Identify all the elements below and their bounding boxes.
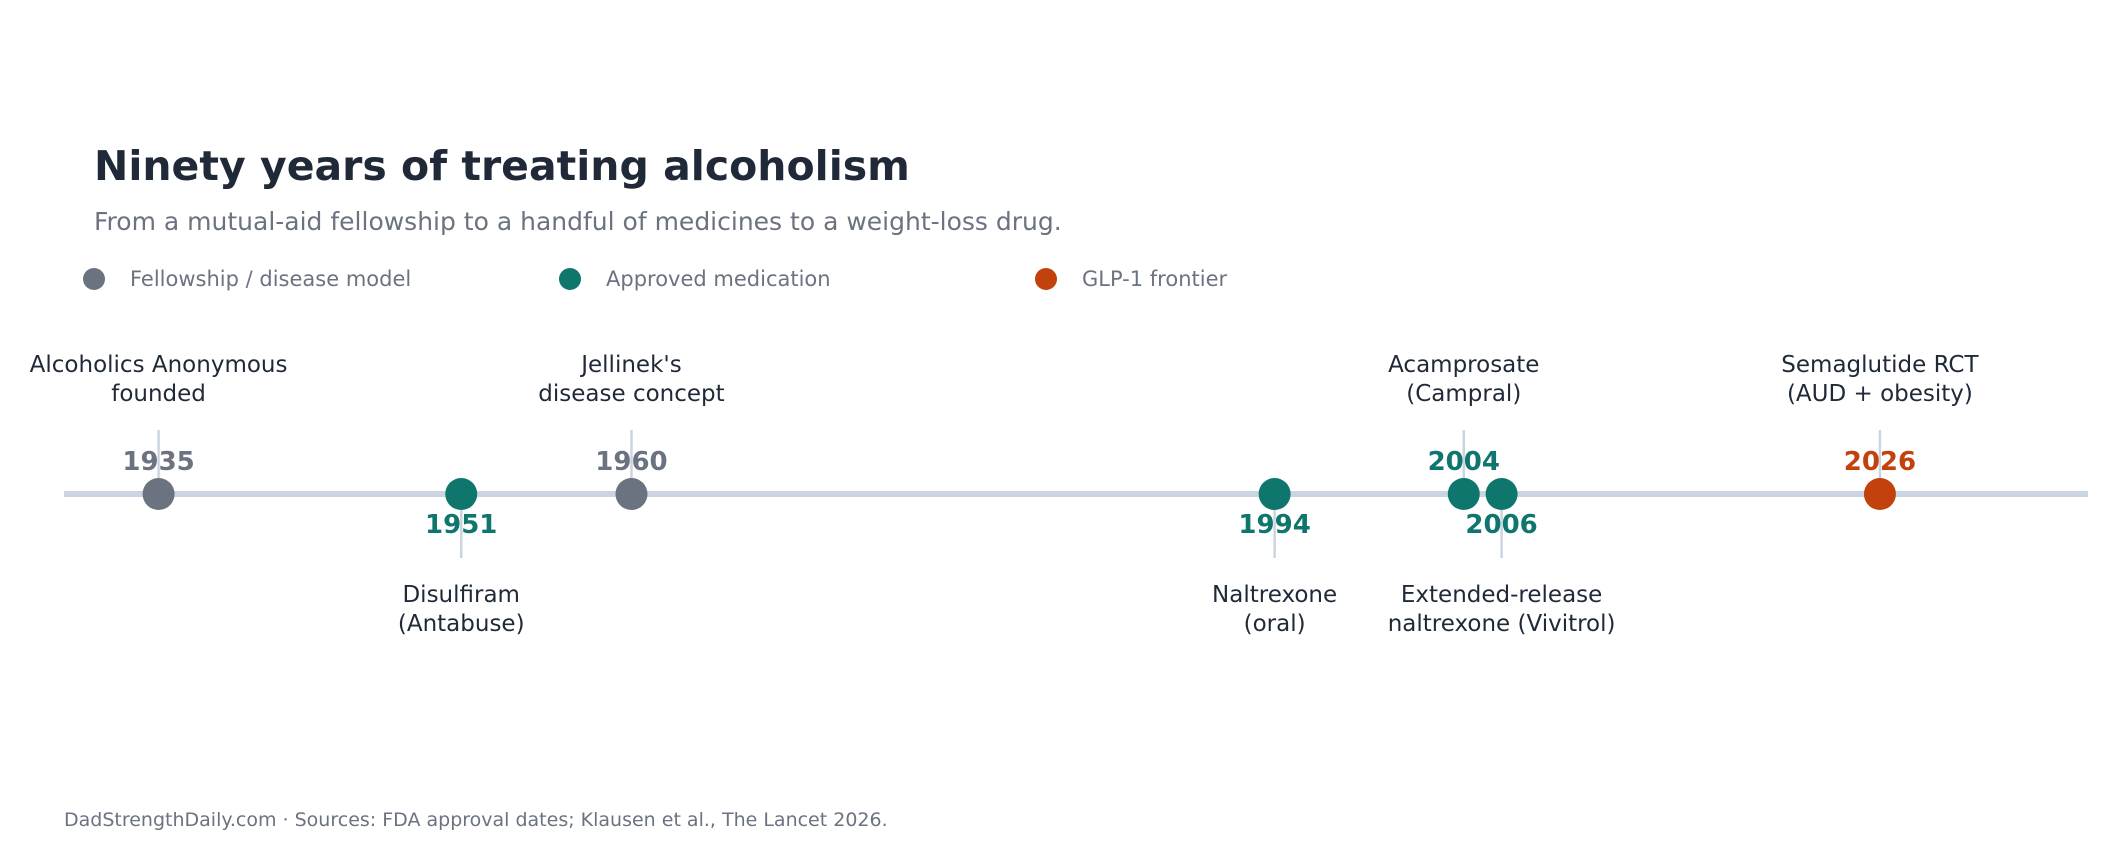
event-2004-year: 2004 xyxy=(1428,447,1500,477)
legend-marker-glp1 xyxy=(1035,268,1057,290)
event-2006-marker xyxy=(1485,478,1518,510)
legend-label-medication: Approved medication xyxy=(606,267,831,291)
legend-label-fellowship: Fellowship / disease model xyxy=(130,267,411,291)
event-1960-year: 1960 xyxy=(595,447,667,477)
event-2026-marker xyxy=(1863,478,1896,510)
event-1935-marker xyxy=(142,478,175,510)
event-2026-label: Semaglutide RCT(AUD + obesity) xyxy=(1781,352,1979,407)
event-2004-marker xyxy=(1447,478,1480,510)
chart-title: Ninety years of treating alcoholism xyxy=(94,142,910,190)
event-1960-marker xyxy=(615,478,648,510)
legend: Fellowship / disease model Approved medic… xyxy=(83,267,1228,291)
event-1951-year: 1951 xyxy=(425,510,497,540)
legend-marker-fellowship xyxy=(83,268,105,290)
event-1951-label: Disulfiram(Antabuse) xyxy=(398,582,525,637)
event-1951-marker xyxy=(445,478,478,510)
chart-subtitle: From a mutual-aid fellowship to a handfu… xyxy=(94,207,1062,236)
event-2004-label: Acamprosate(Campral) xyxy=(1388,352,1539,407)
event-1994-marker xyxy=(1258,478,1291,510)
event-1994-label: Naltrexone(oral) xyxy=(1212,582,1337,637)
event-2006-year: 2006 xyxy=(1465,510,1537,540)
legend-label-glp1: GLP-1 frontier xyxy=(1082,267,1228,291)
legend-marker-medication xyxy=(559,268,581,290)
event-1994-year: 1994 xyxy=(1238,510,1310,540)
event-1935-year: 1935 xyxy=(122,447,194,477)
event-2026-year: 2026 xyxy=(1844,447,1916,477)
source-note: DadStrengthDaily.com · Sources: FDA appr… xyxy=(64,809,888,831)
